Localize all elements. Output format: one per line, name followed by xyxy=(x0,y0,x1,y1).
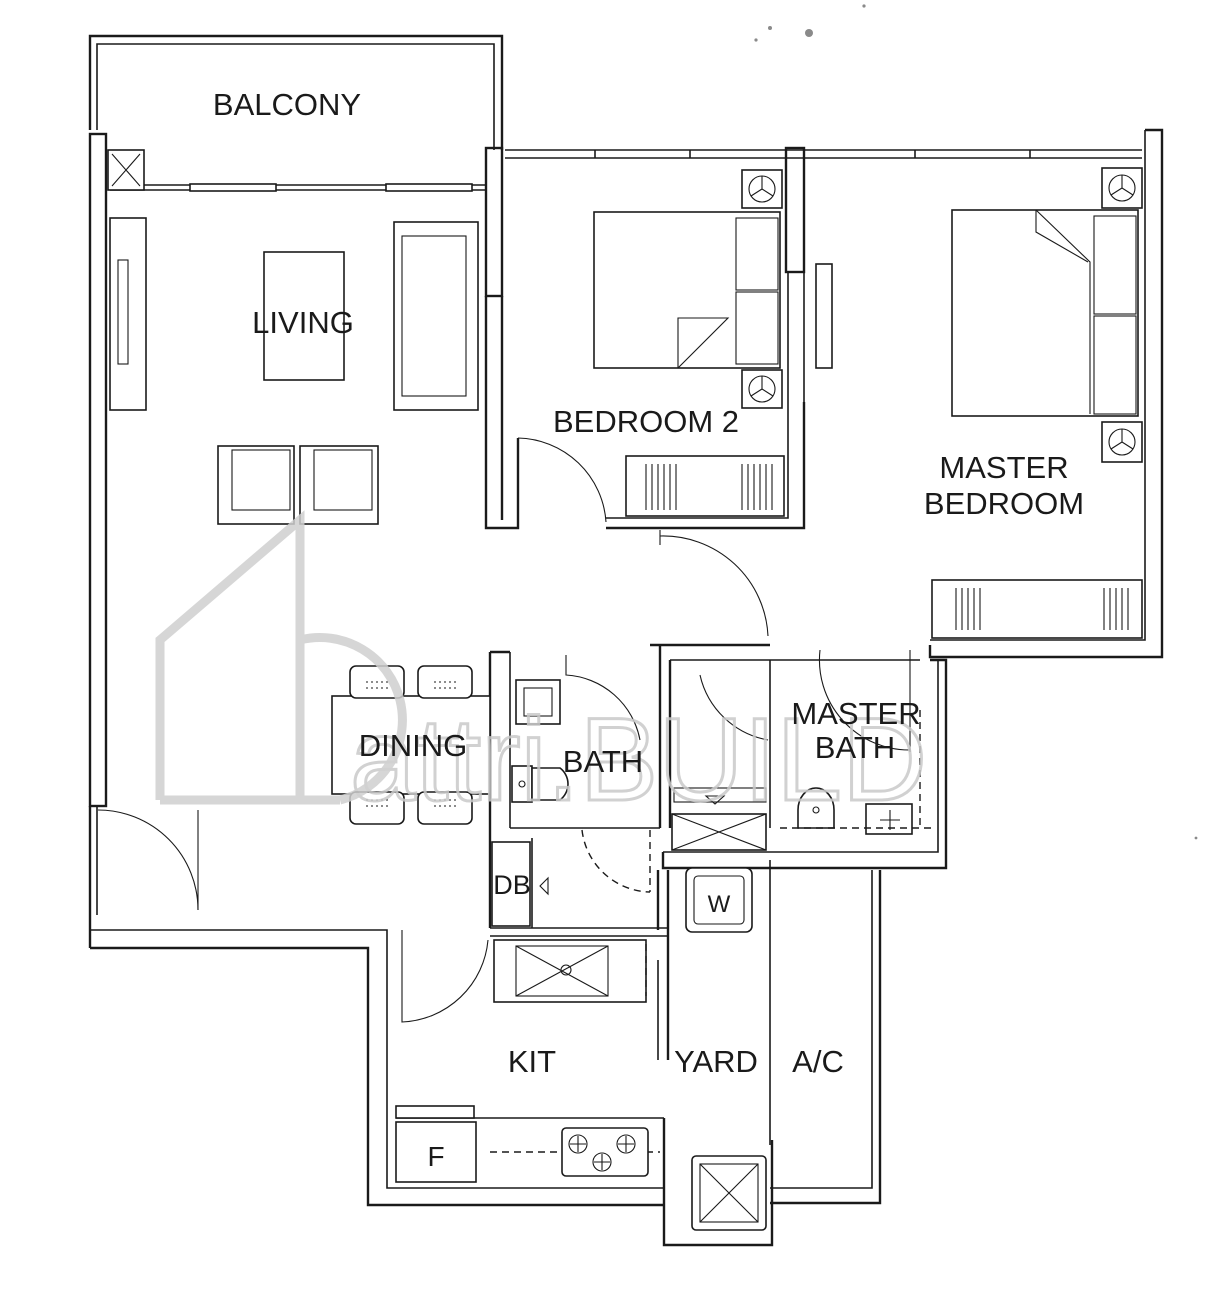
label-master-bath-2: BATH xyxy=(815,730,895,765)
label-bedroom-2: BEDROOM 2 xyxy=(553,404,739,439)
dining-chair-dots xyxy=(366,681,458,807)
label-bath: BATH xyxy=(563,744,643,779)
doors xyxy=(97,437,911,1023)
watermark: attri.BUILD xyxy=(155,510,929,828)
master-bath-fixtures xyxy=(671,710,936,851)
yard-fixtures xyxy=(685,867,767,1231)
watermark-house-logo xyxy=(155,510,407,805)
bath-fixtures xyxy=(511,679,569,803)
label-balcony: BALCONY xyxy=(213,87,361,122)
label-master-bath-1: MASTER xyxy=(791,696,920,731)
exterior-walls xyxy=(88,34,1164,1207)
label-master-bedroom-2: BEDROOM xyxy=(924,486,1084,521)
scan-specks xyxy=(754,4,1198,840)
label-master-bedroom-1: MASTER xyxy=(939,450,1068,485)
bedroom-2-furniture xyxy=(593,169,785,517)
label-washer: W xyxy=(708,891,731,918)
kitchen-fixtures xyxy=(395,939,660,1183)
bedroom-2-wardrobe-hatch xyxy=(645,464,773,510)
master-bedroom-furniture xyxy=(815,167,1143,639)
room-labels: BALCONY LIVING BEDROOM 2 MASTER BEDROOM … xyxy=(213,87,1084,1172)
label-living: LIVING xyxy=(252,305,354,340)
balcony-sliding-door xyxy=(107,149,486,192)
watermark-text: attri.BUILD xyxy=(350,694,927,826)
label-kitchen: KIT xyxy=(508,1044,556,1079)
living-furniture xyxy=(109,217,479,525)
label-db: DB xyxy=(493,870,531,900)
db-cabinet xyxy=(491,841,549,927)
master-wardrobe-hatch xyxy=(955,588,1129,630)
label-fridge: F xyxy=(427,1141,444,1172)
label-dining: DINING xyxy=(359,728,468,763)
bedroom-2-walls xyxy=(484,146,806,530)
label-ac: A/C xyxy=(792,1044,844,1079)
dining-furniture xyxy=(331,665,491,825)
label-yard: YARD xyxy=(674,1044,758,1079)
